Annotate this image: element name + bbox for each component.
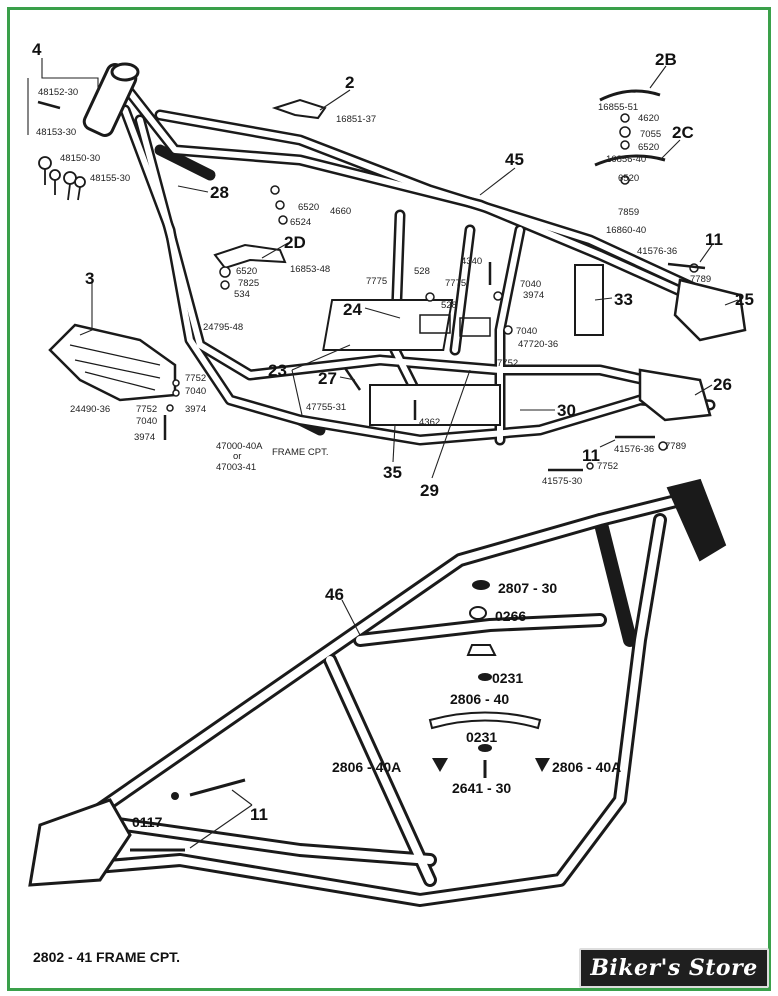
callout-26: 26 bbox=[713, 375, 732, 394]
callout-30: 30 bbox=[557, 401, 576, 420]
part-0117: 0117 bbox=[132, 814, 163, 830]
part-41575-30: 41575-30 bbox=[542, 476, 582, 487]
part-16855-51: 16855-51 bbox=[598, 102, 638, 113]
part-528-a: 528 bbox=[414, 266, 430, 277]
upper-part-numbers: 48152-30 48153-30 48150-30 48155-30 1685… bbox=[36, 87, 711, 487]
part-0266: 0266 bbox=[495, 608, 526, 624]
part-47000-40a: 47000-40A bbox=[216, 441, 263, 452]
callout-29: 29 bbox=[420, 481, 439, 500]
part-7775-b: 7775 bbox=[445, 278, 466, 289]
part-7752-b: 7752 bbox=[185, 373, 206, 384]
part-16860-40: 16860-40 bbox=[606, 225, 646, 236]
callout-2b: 2B bbox=[655, 50, 677, 69]
part-7752-c: 7752 bbox=[136, 404, 157, 415]
upper-frame-drawing bbox=[37, 62, 747, 472]
bikers-store-watermark: Biker's Store bbox=[579, 948, 769, 988]
frame-caption: 2802 - 41 FRAME CPT. bbox=[33, 949, 180, 965]
part-3974-b: 3974 bbox=[185, 404, 206, 415]
callout-11-lower: 11 bbox=[250, 805, 268, 824]
part-4362: 4362 bbox=[419, 417, 440, 428]
callout-35: 35 bbox=[383, 463, 402, 482]
part-frame-cpt-upper: FRAME CPT. bbox=[272, 447, 328, 458]
part-7752-a: 7752 bbox=[497, 358, 518, 369]
part-7752-d: 7752 bbox=[597, 461, 618, 472]
part-3974-a: 3974 bbox=[523, 290, 544, 301]
part-16856-40: 16856-40 bbox=[606, 154, 646, 165]
part-47755-31: 47755-31 bbox=[306, 402, 346, 413]
part-7040-c: 7040 bbox=[185, 386, 206, 397]
part-0231-b: 0231 bbox=[466, 729, 497, 745]
part-or: or bbox=[233, 451, 241, 462]
part-4340: 4340 bbox=[461, 256, 482, 267]
part-7775-a: 7775 bbox=[366, 276, 387, 287]
part-16853-48: 16853-48 bbox=[290, 264, 330, 275]
part-2806-40: 2806 - 40 bbox=[450, 691, 509, 707]
part-48155-30: 48155-30 bbox=[90, 173, 130, 184]
part-2807-30: 2807 - 30 bbox=[498, 580, 557, 596]
part-7789-a: 7789 bbox=[690, 274, 711, 285]
part-48150-30: 48150-30 bbox=[60, 153, 100, 164]
callout-labels: 4 2 2B 2C 45 28 2D 11 3 24 33 25 23 27 3… bbox=[32, 40, 754, 824]
part-534: 534 bbox=[234, 289, 250, 300]
part-24795-48: 24795-48 bbox=[203, 322, 243, 333]
callout-3: 3 bbox=[85, 269, 94, 288]
part-16851-37: 16851-37 bbox=[336, 114, 376, 125]
part-6520-d: 6520 bbox=[236, 266, 257, 277]
part-7040-a: 7040 bbox=[520, 279, 541, 290]
watermark-text: Biker's Store bbox=[590, 955, 758, 981]
part-2641-30: 2641 - 30 bbox=[452, 780, 511, 796]
part-6524: 6524 bbox=[290, 217, 311, 228]
callout-2: 2 bbox=[345, 73, 354, 92]
part-6520-a: 6520 bbox=[638, 142, 659, 153]
part-7040-b: 7040 bbox=[516, 326, 537, 337]
callout-45: 45 bbox=[505, 150, 524, 169]
part-7040-d: 7040 bbox=[136, 416, 157, 427]
part-7859: 7859 bbox=[618, 207, 639, 218]
part-6520-c: 6520 bbox=[298, 202, 319, 213]
part-7825: 7825 bbox=[238, 278, 259, 289]
part-41576-36-a: 41576-36 bbox=[637, 246, 677, 257]
callout-2c: 2C bbox=[672, 123, 694, 142]
part-7789-b: 7789 bbox=[665, 441, 686, 452]
part-2806-40a-right: 2806 - 40A bbox=[552, 759, 621, 775]
callout-4: 4 bbox=[32, 40, 42, 59]
part-47720-36: 47720-36 bbox=[518, 339, 558, 350]
callout-28: 28 bbox=[210, 183, 229, 202]
part-48152-30: 48152-30 bbox=[38, 87, 78, 98]
callout-25: 25 bbox=[735, 290, 754, 309]
part-6520-b: 6520 bbox=[618, 173, 639, 184]
part-4660: 4660 bbox=[330, 206, 351, 217]
part-41576-36-b: 41576-36 bbox=[614, 444, 654, 455]
callout-2d: 2D bbox=[284, 233, 306, 252]
part-24490-36: 24490-36 bbox=[70, 404, 110, 415]
callout-11-mid: 11 bbox=[582, 446, 600, 465]
callout-24: 24 bbox=[343, 300, 362, 319]
callout-27: 27 bbox=[318, 369, 337, 388]
callout-33: 33 bbox=[614, 290, 633, 309]
lower-leader-lines bbox=[189, 599, 361, 849]
part-7055: 7055 bbox=[640, 129, 661, 140]
part-47003-41: 47003-41 bbox=[216, 462, 256, 473]
part-4620: 4620 bbox=[638, 113, 659, 124]
callout-23: 23 bbox=[268, 361, 287, 380]
part-0231-a: 0231 bbox=[492, 670, 523, 686]
upper-leader-lines bbox=[27, 58, 739, 479]
lower-part-numbers: 2807 - 30 0266 0231 2806 - 40 0231 2806 … bbox=[132, 580, 621, 830]
part-2806-40a-left: 2806 - 40A bbox=[332, 759, 401, 775]
callout-46: 46 bbox=[325, 585, 344, 604]
part-528-b: 528 bbox=[441, 300, 457, 311]
callout-11-top: 11 bbox=[705, 230, 723, 249]
lower-frame-drawing bbox=[28, 478, 727, 907]
part-3974-c: 3974 bbox=[134, 432, 155, 443]
part-48153-30: 48153-30 bbox=[36, 127, 76, 138]
